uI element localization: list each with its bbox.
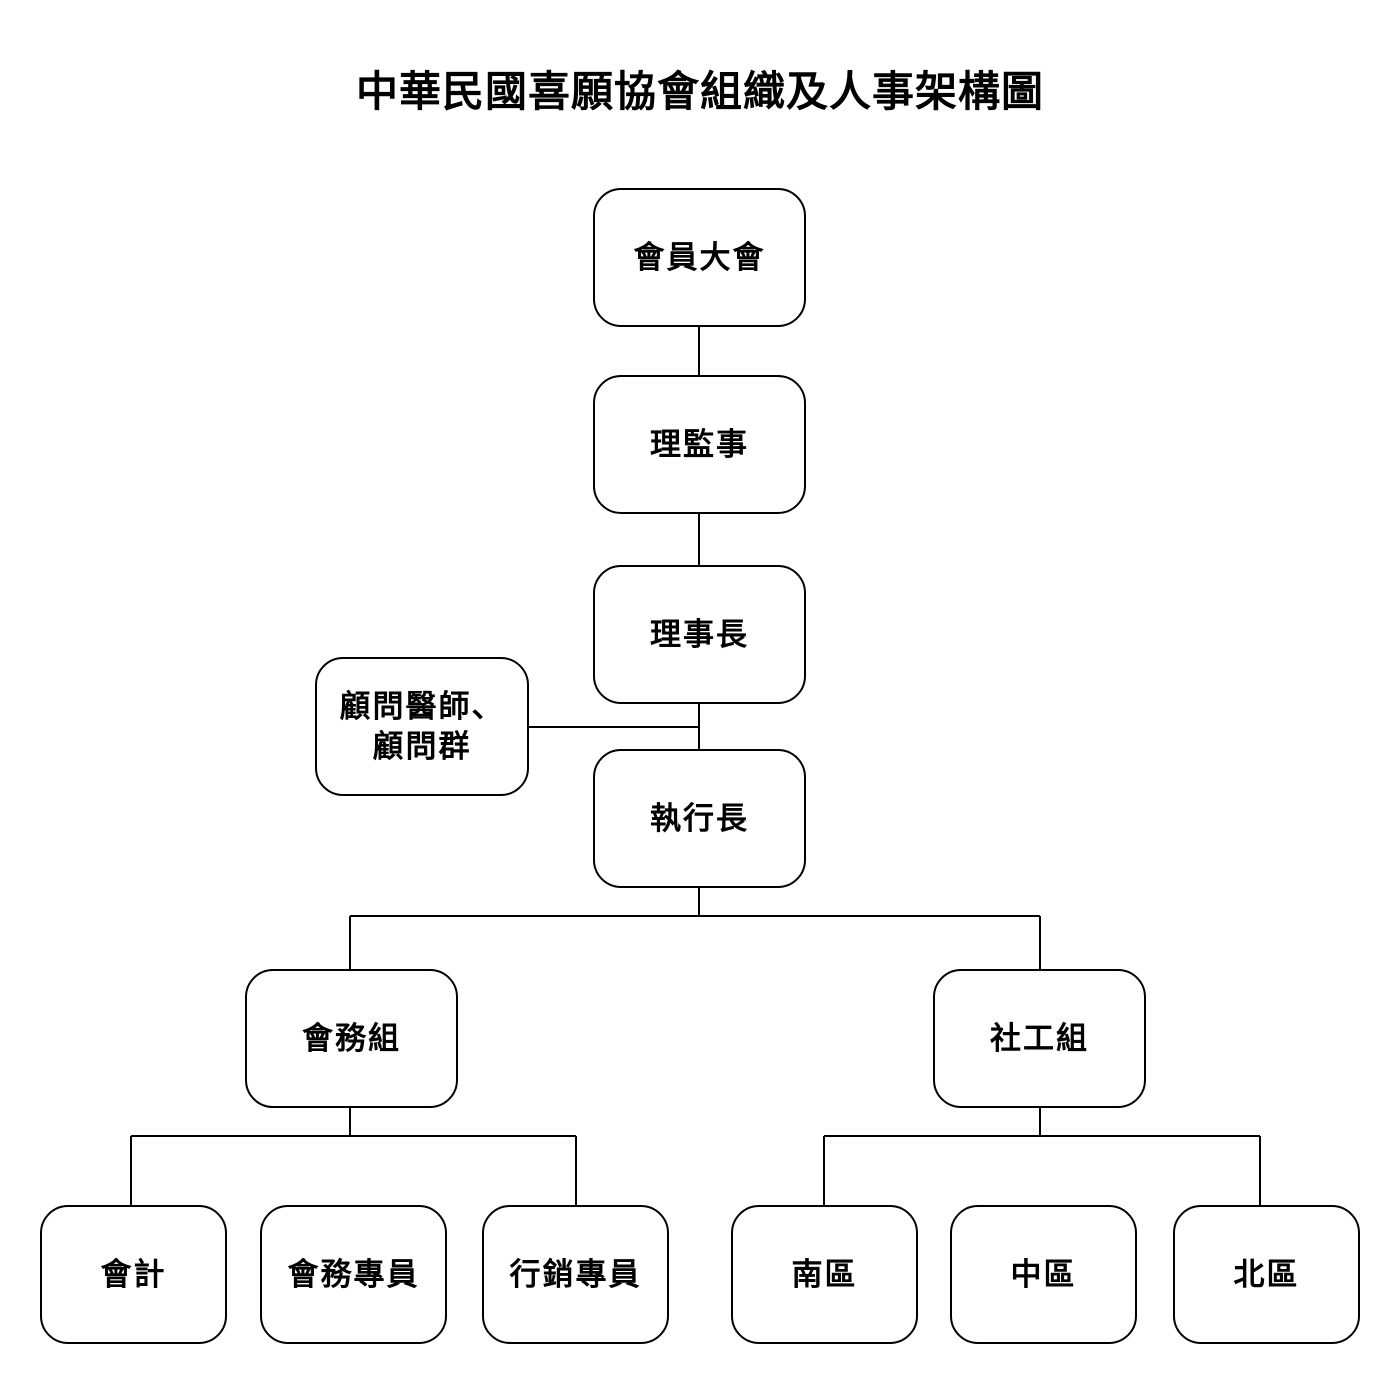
node-marketing-staff: 行銷專員 (482, 1205, 669, 1344)
node-general-assembly: 會員大會 (593, 188, 806, 327)
node-accounting: 會計 (40, 1205, 227, 1344)
node-central-region: 中區 (950, 1205, 1137, 1344)
node-admin-staff: 會務專員 (260, 1205, 447, 1344)
node-board: 理監事 (593, 375, 806, 514)
node-admin-group: 會務組 (245, 969, 458, 1108)
node-ceo: 執行長 (593, 749, 806, 888)
node-social-work-group: 社工組 (933, 969, 1146, 1108)
node-south-region: 南區 (731, 1205, 918, 1344)
node-north-region: 北區 (1173, 1205, 1360, 1344)
node-advisors: 顧問醫師、 顧問群 (315, 657, 529, 796)
node-chairman: 理事長 (593, 565, 806, 704)
chart-title: 中華民國喜願協會組織及人事架構圖 (355, 67, 1044, 116)
